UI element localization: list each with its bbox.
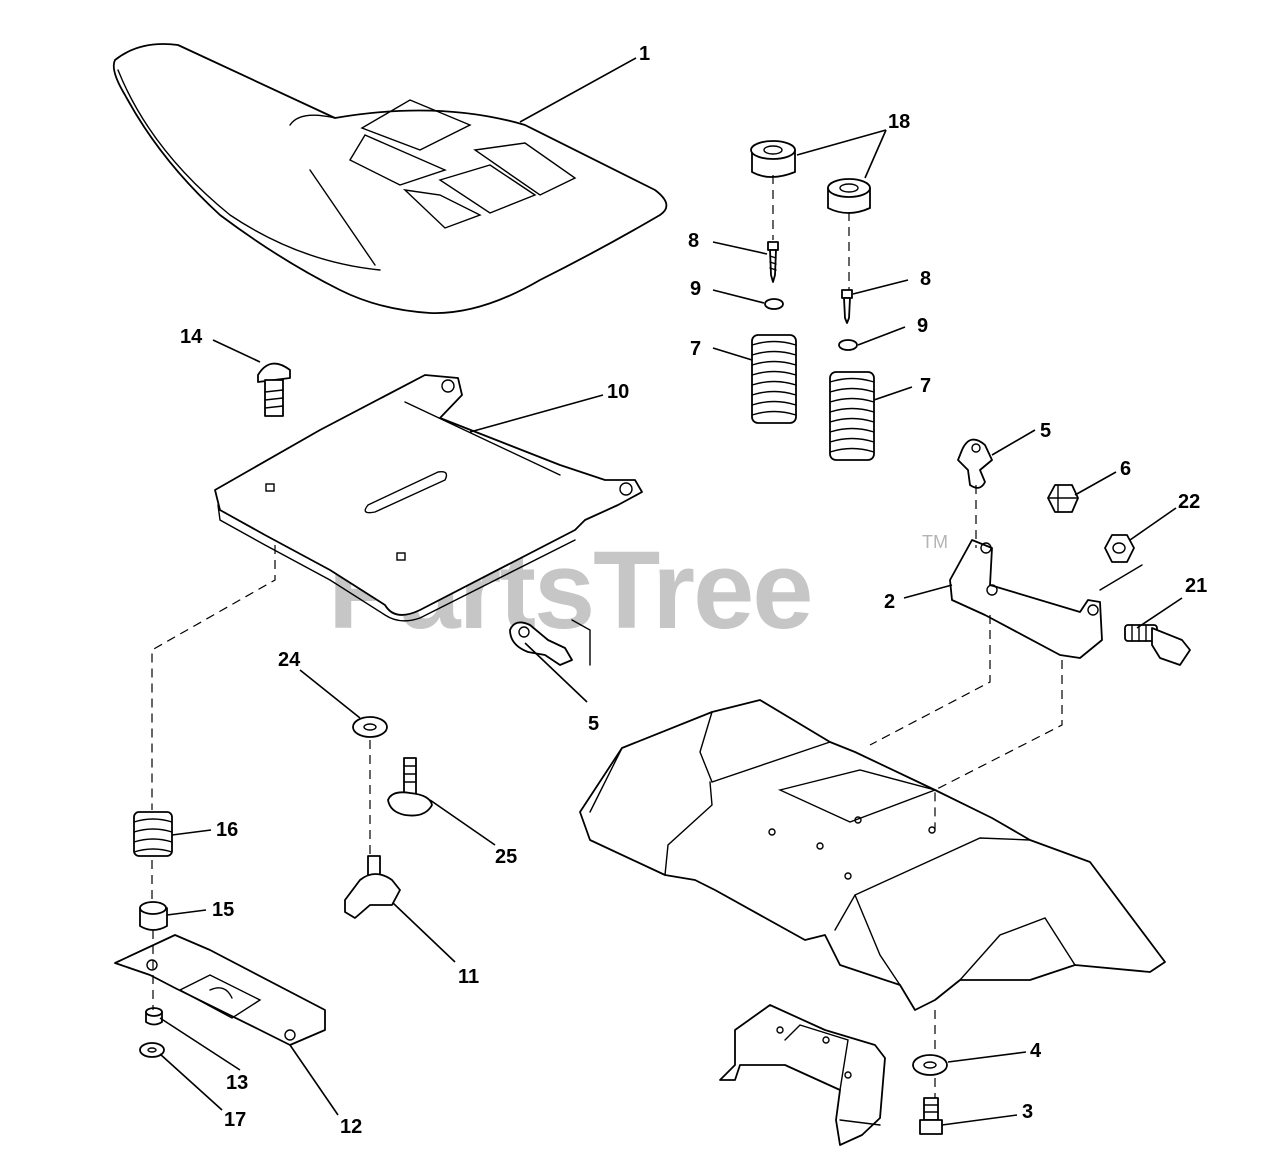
callout-7-left: 7 — [690, 338, 701, 360]
callout-10: 10 — [607, 381, 629, 403]
callout-16: 16 — [216, 819, 238, 841]
callout-11: 11 — [458, 966, 479, 988]
part-washer-large[interactable] — [352, 716, 388, 738]
part-washer-right[interactable] — [838, 339, 858, 351]
part-bushing[interactable] — [145, 1007, 163, 1026]
callout-12: 12 — [340, 1116, 362, 1138]
callout-7-right: 7 — [920, 375, 931, 397]
part-spring-left[interactable] — [751, 334, 797, 424]
watermark-trademark: TM — [922, 532, 948, 552]
assembly-lines — [151, 175, 1063, 1098]
callout-25: 25 — [495, 846, 517, 868]
part-washer-small[interactable] — [139, 1042, 165, 1058]
callout-1: 1 — [639, 43, 650, 65]
callout-17: 17 — [224, 1109, 246, 1131]
part-washer-left[interactable] — [764, 298, 784, 310]
callout-18: 18 — [888, 111, 910, 133]
callout-6: 6 — [1120, 458, 1131, 480]
part-lock-nut[interactable] — [1099, 534, 1143, 591]
part-pivot-bracket[interactable] — [949, 539, 1103, 659]
callout-24: 24 — [278, 649, 301, 671]
callout-13: 13 — [226, 1072, 248, 1094]
callout-14: 14 — [180, 326, 203, 348]
part-flange-bolt[interactable] — [387, 757, 433, 817]
callout-15: 15 — [212, 899, 234, 921]
part-carriage-bolt[interactable] — [257, 362, 291, 417]
callout-5-lower: 5 — [588, 713, 599, 735]
part-nut[interactable] — [1047, 484, 1079, 513]
callout-4: 4 — [1030, 1040, 1042, 1062]
part-spring-right[interactable] — [829, 371, 875, 461]
part-spring-small[interactable] — [133, 811, 173, 857]
part-screw-left[interactable] — [767, 241, 779, 283]
callout-labels: 1 18 8 8 9 9 7 7 14 10 5 5 6 22 2 21 24 … — [180, 43, 1207, 1138]
part-bolt-bottom[interactable] — [919, 1097, 943, 1135]
callout-21: 21 — [1185, 575, 1207, 597]
callout-8-right: 8 — [920, 268, 931, 290]
part-knob[interactable] — [344, 855, 401, 919]
part-washer-bottom[interactable] — [912, 1054, 948, 1076]
callout-22: 22 — [1178, 491, 1200, 513]
callout-3: 3 — [1022, 1101, 1033, 1123]
part-screw-right[interactable] — [841, 289, 853, 324]
part-seat[interactable] — [112, 43, 668, 314]
part-clip-upper[interactable] — [957, 438, 993, 489]
part-lower-bracket[interactable] — [719, 1004, 886, 1146]
leader-lines — [159, 57, 1183, 1126]
part-shoulder-bolt[interactable] — [1124, 624, 1191, 666]
part-mounting-plate[interactable] — [114, 934, 326, 1046]
part-spacer-right[interactable] — [827, 178, 871, 214]
callout-5-upper: 5 — [1040, 420, 1051, 442]
part-fender-pan[interactable] — [579, 699, 1166, 1011]
callout-8-left: 8 — [688, 230, 699, 252]
part-spacer-left[interactable] — [750, 140, 796, 178]
part-seat-pan[interactable] — [214, 374, 643, 622]
part-spacer-small[interactable] — [139, 901, 168, 931]
callout-9-left: 9 — [690, 278, 701, 300]
part-clip-lower[interactable] — [509, 619, 591, 666]
callout-2: 2 — [884, 591, 895, 613]
callout-9-right: 9 — [917, 315, 928, 337]
